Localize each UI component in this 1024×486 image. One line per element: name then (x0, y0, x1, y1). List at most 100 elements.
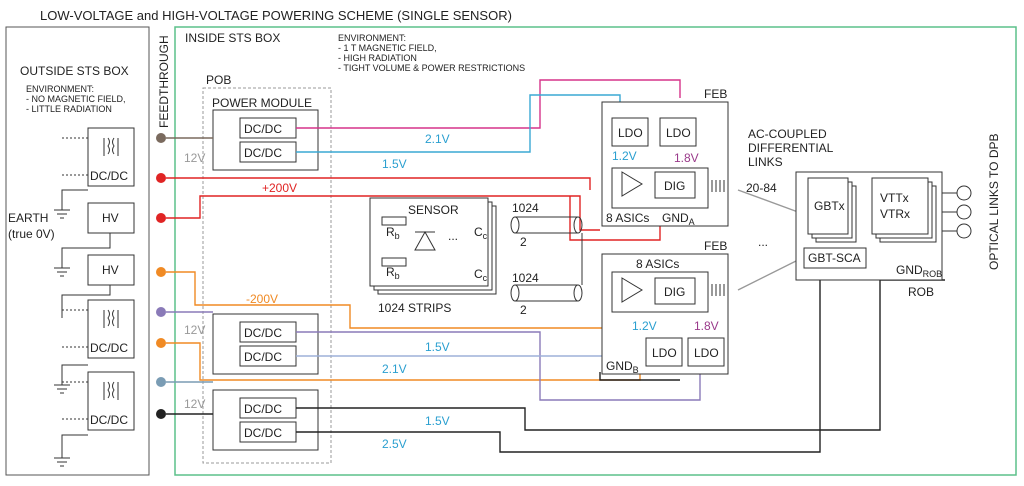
pob-label: POB (206, 73, 231, 87)
cable-end-bottom-right (573, 284, 583, 302)
capacitor-icon (711, 284, 725, 296)
twelve-volt-labels: 12V 12V 12V (184, 151, 205, 411)
bus-layers-bottom: 2 (520, 303, 527, 317)
links-dots: ... (758, 235, 768, 249)
feb-top-label: FEB (704, 87, 727, 101)
connector-red-2 (156, 213, 166, 223)
dcdc-2b-label: DC/DC (244, 350, 282, 364)
strips-label: 1024 STRIPS (378, 301, 451, 315)
ldo-bottom-2 (687, 337, 725, 367)
label-minus200: -200V (246, 292, 278, 306)
v18-bottom: 1.8V (694, 319, 719, 333)
gnd-a-label: GNDA (662, 211, 695, 227)
links-line1: AC-COUPLED (748, 127, 827, 141)
outside-box-border (5, 26, 150, 476)
outside-dcdc-3 (87, 371, 135, 431)
label-2v1-upper: 2.1V (425, 132, 450, 146)
ldo-top-1 (611, 117, 649, 147)
cable-end-bottom-left (510, 284, 520, 302)
pob-region (202, 87, 332, 464)
dig-bottom (654, 277, 696, 305)
bus-layers-top: 2 (520, 235, 527, 249)
dcdc-3b-label: DC/DC (244, 426, 282, 440)
cc-label-top: Cc (474, 225, 488, 241)
dcdc-1a-label: DC/DC (244, 122, 282, 136)
connector-brown (156, 133, 166, 143)
gbtx-label: GBTx (814, 199, 845, 213)
inside-env-title: ENVIRONMENT: (338, 33, 406, 43)
gnd-rob-label: GNDROB (896, 263, 942, 279)
rb-label-bottom: Rb (386, 265, 400, 281)
rob-label: ROB (908, 285, 934, 299)
cable-bundles: 1024 2 1024 2 (510, 201, 583, 317)
label-plus200: +200V (262, 181, 297, 195)
outside-hv-2-label: HV (102, 263, 119, 277)
feb-bottom: FEB 8 ASICs DIG 1.2V 1.8V LDO LDO GNDB (601, 239, 729, 375)
dots-label: ... (448, 229, 458, 243)
cable-end-top-left (510, 216, 520, 234)
earth-sub-label: (true 0V) (8, 227, 55, 241)
voltage-labels: 2.1V 1.5V +200V -200V 1.5V 2.1V 1.5V 2.5… (246, 132, 450, 451)
power-module-label: POWER MODULE (212, 96, 312, 110)
feb-bottom-label: FEB (704, 239, 727, 253)
outside-supply-blocks: DC/DC HV HV DC/DC DC/DC (54, 127, 135, 467)
outside-dcdc-1-label: DC/DC (90, 169, 128, 183)
links-count: 20-84 (746, 181, 777, 195)
amplifier-icon (621, 277, 643, 303)
dcdc-3a-label: DC/DC (244, 402, 282, 416)
feb-top: FEB LDO LDO 1.2V 1.8V DIG 8 ASICs GNDA (601, 87, 729, 227)
outside-env-line1: - NO MAGNETIC FIELD, (26, 94, 126, 104)
v12-top: 1.2V (612, 149, 637, 163)
links-line3: LINKS (748, 155, 783, 169)
v12-label-1: 12V (184, 151, 205, 165)
ldo-bottom-1-label: LDO (652, 346, 677, 360)
vttx-box (871, 177, 929, 235)
wires (166, 79, 945, 453)
label-1v5-upper: 1.5V (382, 157, 407, 171)
dig-bottom-label: DIG (664, 285, 685, 299)
inside-env-line1: - 1 T MAGNETIC FIELD, (338, 43, 437, 53)
outside-dcdc-3-label: DC/DC (90, 413, 128, 427)
outside-box-label: OUTSIDE STS BOX (20, 64, 129, 78)
v12-bottom: 1.2V (632, 319, 657, 333)
inside-env-line3: - TIGHT VOLUME & POWER RESTRICTIONS (338, 63, 525, 73)
sensor-block: SENSOR Rb Rb ... Cc Cc 1024 STRIPS (369, 197, 497, 315)
asics-bottom-label: 8 ASICs (636, 257, 679, 271)
diode-icon (414, 230, 436, 251)
v12-label-2: 12V (184, 323, 205, 337)
links-line2: DIFFERENTIAL (748, 141, 834, 155)
outside-env-title: ENVIRONMENT: (26, 84, 94, 94)
v12-label-3: 12V (184, 397, 205, 411)
rob-block: GBTx VTTx VTRx GBT-SCA GNDROB ROB (795, 171, 943, 299)
bus-count-bottom: 1024 (512, 271, 539, 285)
dcdc-2a-label: DC/DC (244, 326, 282, 340)
outside-dcdc-2 (87, 299, 135, 359)
optical-port-2 (956, 204, 972, 220)
ldo-bottom-1 (645, 337, 683, 367)
optical-port-1 (956, 185, 972, 201)
dcdc-1b-label: DC/DC (244, 146, 282, 160)
ldo-top-2-label: LDO (666, 126, 691, 140)
power-modules: DC/DC DC/DC DC/DC DC/DC DC/DC DC/DC (212, 109, 319, 451)
inside-box-border (174, 26, 1017, 476)
vtrx-label: VTRx (880, 207, 910, 221)
transformer-icon (103, 137, 119, 400)
sensor-label: SENSOR (408, 203, 459, 217)
rb-label-top: Rb (386, 225, 400, 241)
gbtsca-box (803, 247, 867, 269)
earth-label: EARTH (8, 211, 48, 225)
sensor-box (369, 197, 489, 287)
outside-env-line2: - LITTLE RADIATION (26, 104, 112, 114)
v18-top: 1.8V (674, 151, 699, 165)
connector-red-1 (156, 173, 166, 183)
dig-top-label: DIG (664, 179, 685, 193)
feedthrough-label: FEEDTHROUGH (157, 35, 171, 128)
cc-label-bottom: Cc (474, 267, 488, 283)
label-2v1-lower: 2.1V (382, 362, 407, 376)
input-dashes (62, 137, 88, 420)
resistor-bottom (381, 257, 407, 267)
feedthrough-connectors (156, 133, 166, 419)
gbtx-box (807, 177, 849, 235)
capacitor-icon (711, 180, 725, 192)
